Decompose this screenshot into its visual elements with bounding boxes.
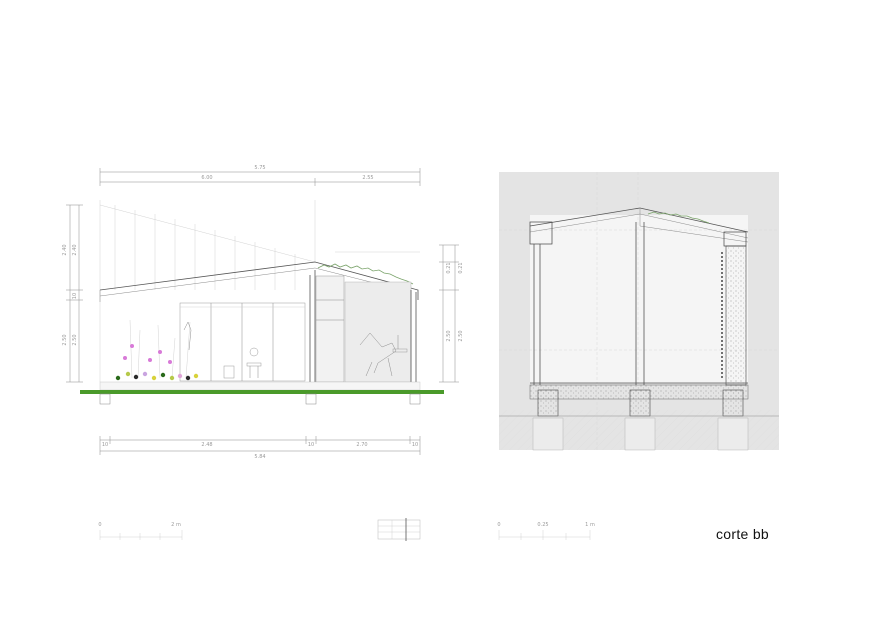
building-section: 5.75 6.00 2.55 2.40 2.40 10 2.50 2.50 — [62, 165, 464, 460]
sheet-title: corte bb — [716, 526, 769, 542]
garden-plants — [115, 319, 199, 381]
dim-right-c: 2.50 — [446, 330, 452, 341]
dim-left-c: 10 — [72, 293, 78, 299]
dim-left-d: 2.50 — [62, 334, 68, 345]
left-dimensions: 2.40 2.40 10 2.50 2.50 — [62, 204, 83, 383]
furniture — [223, 332, 408, 379]
ground — [80, 381, 444, 405]
scale-left-zero: 0 — [98, 522, 101, 528]
dim-left-e: 2.50 — [72, 334, 78, 345]
glass-facade — [179, 302, 306, 382]
north-grid-key — [377, 518, 421, 541]
green-roof-vegetation — [317, 263, 414, 285]
dim-right-b: 0.21 — [458, 262, 464, 273]
dim-bottom-col-b: 10 — [308, 442, 314, 448]
dim-right-a: 0.21 — [446, 262, 452, 273]
scale-right-end: 1 m — [585, 522, 595, 528]
dim-right-d: 2.50 — [458, 330, 464, 341]
background-guides — [99, 200, 420, 382]
dim-bottom-col-a: 10 — [102, 442, 108, 448]
scale-right-zero: 0 — [497, 522, 500, 528]
dim-left-b: 2.40 — [72, 244, 78, 255]
dim-top-total: 5.75 — [254, 165, 265, 171]
grass-line — [80, 390, 444, 394]
dim-bottom-left: 2.48 — [201, 442, 212, 448]
scale-bar-right: 0 0.25 1 m — [497, 522, 595, 540]
walls — [309, 270, 417, 383]
scale-bar-left: 0 2 m — [98, 522, 183, 540]
bottom-dimensions: 5.84 2.48 2.70 10 10 10 — [99, 436, 421, 460]
dim-left-a: 2.40 — [62, 244, 68, 255]
dim-bottom-col-c: 10 — [412, 442, 418, 448]
dim-bottom-total: 5.84 — [254, 454, 265, 460]
scale-left-end: 2 m — [171, 522, 181, 528]
right-dimensions: 0.21 0.21 2.50 2.50 — [439, 244, 464, 383]
dim-bottom-right: 2.70 — [356, 442, 367, 448]
detail-section — [499, 172, 779, 451]
top-dimensions: 5.75 6.00 2.55 — [99, 165, 421, 186]
detail-green-roof — [647, 211, 710, 224]
dim-top-left: 6.00 — [201, 175, 212, 181]
dim-top-right: 2.55 — [362, 175, 373, 181]
scale-right-mid: 0.25 — [537, 522, 548, 528]
